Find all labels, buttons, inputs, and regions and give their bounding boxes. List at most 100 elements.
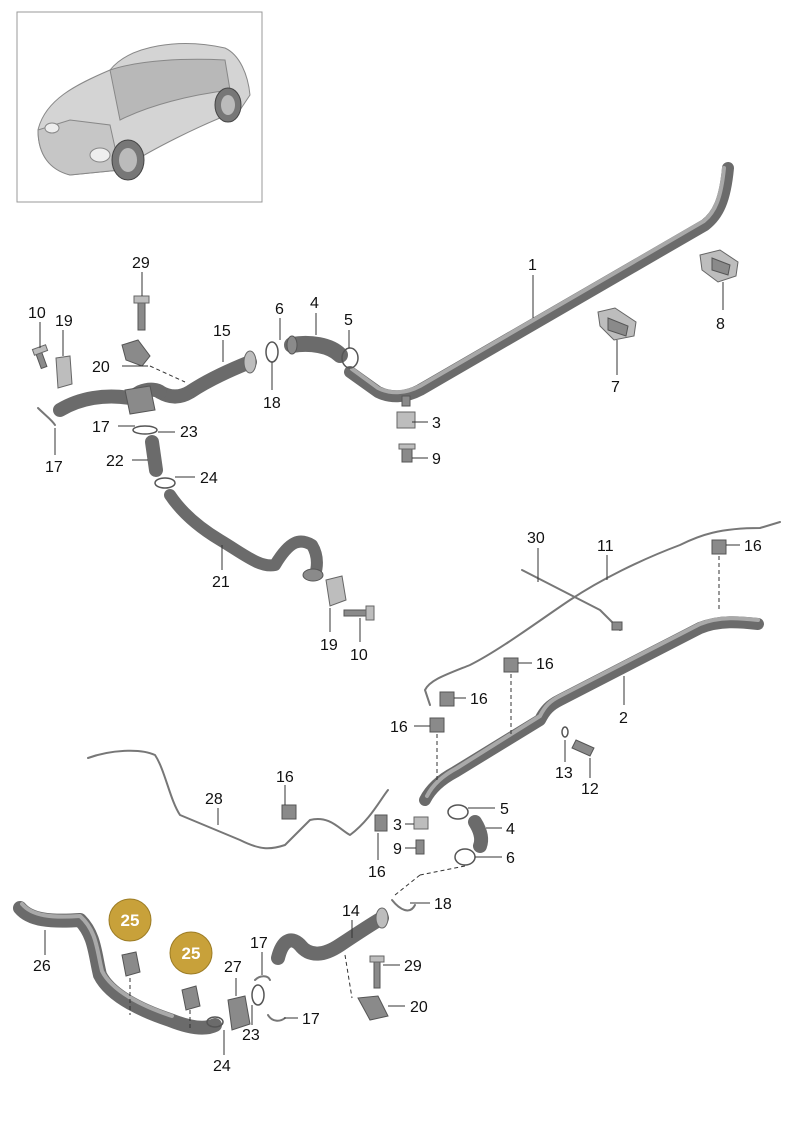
part-8-clip (699, 249, 739, 283)
part-2-pipe (419, 616, 764, 806)
label-16-e: 16 (276, 769, 294, 786)
label-11: 11 (597, 538, 614, 555)
label-13: 13 (555, 765, 573, 782)
label-14: 14 (342, 903, 360, 920)
label-17-lower-a: 17 (250, 935, 268, 952)
part-30-bracket (521, 569, 623, 631)
part-27-connector (227, 995, 251, 1031)
label-6-lower: 6 (506, 850, 515, 867)
label-10-upper: 10 (28, 305, 46, 322)
label-26: 26 (33, 958, 51, 975)
part-18-clip-lower (391, 899, 416, 912)
svg-text:25: 25 (121, 911, 140, 930)
label-3-lower: 3 (393, 817, 402, 834)
part-16-clip-d (429, 717, 445, 733)
part-20-bracket-upper (121, 339, 151, 367)
part-26-hose (13, 901, 222, 1035)
part-21-hose (164, 489, 324, 582)
part-17-clip-upper (37, 407, 56, 426)
part-25-clip-b (181, 985, 201, 1011)
label-16-c: 16 (470, 691, 488, 708)
label-19-lower: 19 (320, 637, 338, 654)
label-24-upper: 24 (200, 470, 218, 487)
label-4-lower: 4 (506, 821, 515, 838)
car-thumbnail (16, 11, 263, 203)
part-7-clip (597, 307, 637, 341)
label-23-upper: 23 (180, 424, 198, 441)
part-16-clip-a (711, 539, 727, 555)
part-10-bolt-lower (343, 605, 375, 621)
part-19-bracket-upper (55, 355, 73, 389)
label-6-upper: 6 (275, 301, 284, 318)
part-9-bolt (398, 443, 416, 463)
part-10-bolt-upper (31, 344, 49, 370)
label-18-lower: 18 (434, 896, 452, 913)
part-24-clamp-upper (154, 477, 176, 489)
label-29-lower: 29 (404, 958, 422, 975)
part-19-bracket-lower (325, 575, 347, 607)
part-23-ring-upper (132, 425, 158, 435)
label-21: 21 (212, 574, 230, 591)
part-9-bolt-lower (415, 839, 425, 855)
label-5-upper: 5 (344, 312, 353, 329)
part-24-clamp-lower (206, 1016, 224, 1028)
badge-25-b: 25 (169, 931, 213, 975)
part-junction-left (53, 382, 167, 417)
label-17-upper-a: 17 (92, 419, 110, 436)
part-20-bracket-lower (357, 995, 389, 1021)
label-17-lower-b: 17 (302, 1011, 320, 1028)
label-28: 28 (205, 791, 223, 808)
label-16-f: 16 (368, 864, 386, 881)
part-4-hose (284, 335, 348, 363)
part-17-clip-lower-a (254, 975, 271, 981)
label-5-lower: 5 (500, 801, 509, 818)
label-7: 7 (611, 379, 620, 396)
part-6-ring-lower (454, 848, 476, 866)
label-9-upper: 9 (432, 451, 441, 468)
part-22-hose (145, 435, 163, 477)
label-30: 30 (527, 530, 545, 547)
svg-text:25: 25 (182, 944, 201, 963)
label-9-lower: 9 (393, 841, 402, 858)
label-8: 8 (716, 316, 725, 333)
part-3-bracket (396, 395, 416, 429)
label-12: 12 (581, 781, 599, 798)
part-29-bolt-lower (369, 955, 385, 989)
label-19-upper: 19 (55, 313, 73, 330)
part-15-hose (153, 350, 257, 404)
label-24-lower: 24 (213, 1058, 231, 1075)
part-5-clamp-lower (447, 804, 469, 820)
part-5-clamp (341, 347, 359, 369)
callout-labels: 1 8 7 3 9 4 5 6 18 15 29 10 19 20 17 23 … (28, 255, 762, 1075)
part-16-clip-b (503, 657, 519, 673)
label-16-d: 16 (390, 719, 408, 736)
car-thumbnail-icon (37, 43, 251, 181)
label-16-a: 16 (744, 538, 762, 555)
part-28-line (87, 749, 389, 850)
part-6-ring (265, 341, 279, 363)
label-3-upper: 3 (432, 415, 441, 432)
part-16-clip-c (439, 691, 455, 707)
label-22: 22 (106, 453, 124, 470)
part-16-clip-f (374, 814, 388, 832)
part-4-hose-lower (468, 815, 489, 853)
label-18-upper: 18 (263, 395, 281, 412)
label-17-upper-b: 17 (45, 459, 63, 476)
part-14-hose (271, 907, 389, 965)
label-2: 2 (619, 710, 628, 727)
part-16-clip-e (281, 804, 297, 820)
leader-lines (39, 272, 740, 1055)
part-17-clip-lower-b (267, 1014, 286, 1022)
label-23-lower: 23 (242, 1027, 260, 1044)
label-20-upper: 20 (92, 359, 110, 376)
part-13-ring (561, 726, 569, 738)
label-15: 15 (213, 323, 231, 340)
label-1: 1 (528, 257, 537, 274)
label-10-lower: 10 (350, 647, 368, 664)
label-16-b: 16 (536, 656, 554, 673)
label-20-lower: 20 (410, 999, 428, 1016)
label-29-upper: 29 (132, 255, 150, 272)
part-29-bolt-upper (133, 295, 150, 331)
part-1-pipe (344, 162, 734, 403)
